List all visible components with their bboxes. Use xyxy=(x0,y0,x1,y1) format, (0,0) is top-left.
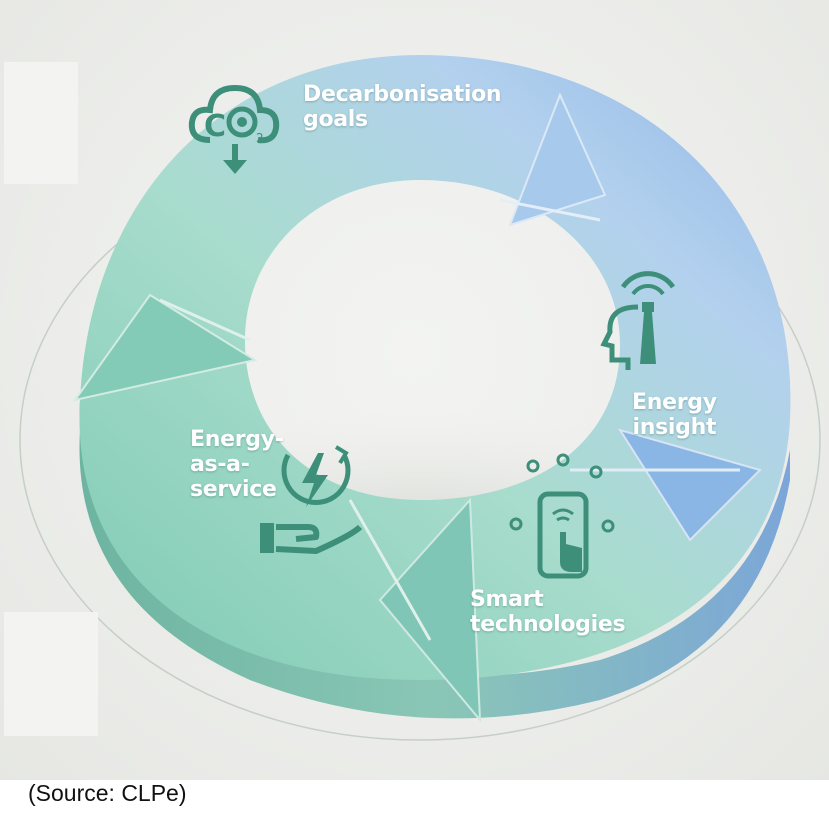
smartphone-touch-icon xyxy=(509,453,615,579)
blank-patch-top xyxy=(4,62,78,184)
label-decarbonisation-goals: Decarbonisation goals xyxy=(303,82,502,132)
label-energy-as-a-service: Energy- as-a- service xyxy=(190,427,284,502)
label-smart-technologies: Smart technologies xyxy=(470,587,626,637)
label-eaas-line1: Energy- xyxy=(190,427,284,452)
blank-patch-bottom xyxy=(4,612,98,736)
hand-lightning-icon xyxy=(260,445,363,554)
label-eaas-line2: as-a- xyxy=(190,452,250,477)
label-energy-insight-line1: Energy xyxy=(632,390,717,415)
co2-cloud-target-icon: C 2 xyxy=(188,84,280,174)
arrow-head-bottom xyxy=(378,497,482,723)
label-decarbonisation-line1: Decarbonisation xyxy=(303,82,502,107)
label-smart-technologies-line2: technologies xyxy=(470,612,626,637)
arrow-head-right xyxy=(617,428,762,542)
label-eaas-line3: service xyxy=(190,477,277,502)
head-lighthouse-icon xyxy=(600,271,676,370)
segment-seam-1 xyxy=(499,198,601,222)
label-smart-technologies-line1: Smart xyxy=(470,587,544,612)
diagram-canvas: C 2 Decarbonisation goals Energ xyxy=(0,0,829,780)
source-caption: (Source: CLPe) xyxy=(28,780,187,806)
label-energy-insight-line2: insight xyxy=(632,415,717,440)
segment-seam-3 xyxy=(348,499,432,641)
arrow-head-left xyxy=(72,293,258,402)
segment-seam-4 xyxy=(159,298,251,342)
svg-text:C: C xyxy=(204,109,226,144)
label-decarbonisation-line2: goals xyxy=(303,107,368,132)
label-energy-insight: Energy insight xyxy=(632,390,717,440)
svg-text:2: 2 xyxy=(256,131,264,145)
